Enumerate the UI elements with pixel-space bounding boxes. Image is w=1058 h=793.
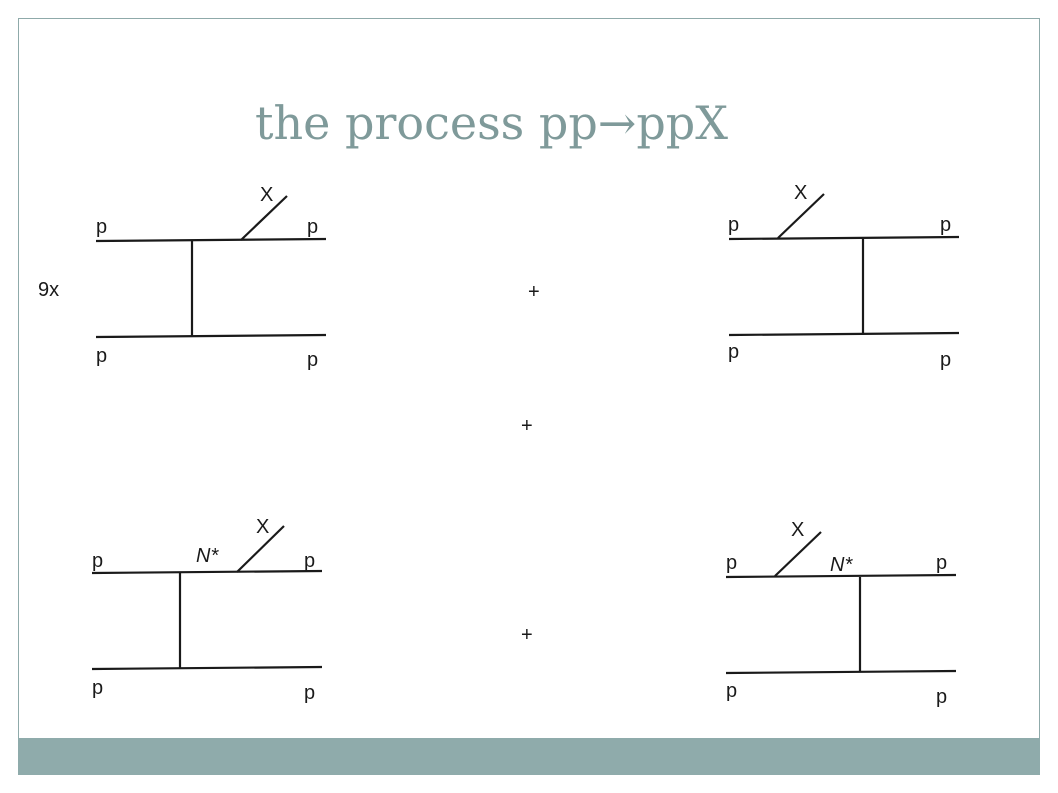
top-proton-line: [725, 573, 957, 579]
label-emitted: X: [791, 519, 804, 541]
emission-line: [774, 531, 822, 577]
multiplier-label: 9x: [38, 279, 59, 301]
label-incoming-bottom: p: [726, 680, 737, 702]
diagram-3: p p p p X N*: [91, 516, 323, 704]
label-incoming-top: p: [728, 214, 739, 236]
emission-line: [236, 525, 285, 573]
diagram-1: p p p p X: [95, 184, 327, 371]
top-proton-line: [728, 235, 960, 241]
label-outgoing-bottom: p: [304, 682, 315, 704]
diagram-4: p p p p X N*: [725, 519, 957, 708]
label-outgoing-top: p: [936, 552, 947, 574]
label-outgoing-bottom: p: [936, 686, 947, 708]
footer-band: [18, 738, 1040, 775]
label-outgoing-top: p: [304, 550, 315, 572]
top-proton-line: [95, 237, 327, 243]
label-emitted: X: [794, 182, 807, 204]
label-incoming-bottom: p: [96, 345, 107, 367]
label-outgoing-top: p: [940, 214, 951, 236]
plus-sign-1: +: [528, 281, 540, 303]
label-incoming-bottom: p: [728, 341, 739, 363]
label-intermediate-state: N*: [830, 554, 853, 576]
diagram-2: p p p p X: [728, 182, 960, 371]
label-outgoing-bottom: p: [307, 349, 318, 371]
bottom-proton-line: [95, 333, 327, 339]
slide-title: the process pp→ppX: [255, 96, 728, 150]
label-intermediate-state: N*: [196, 545, 219, 567]
top-proton-line: [91, 569, 323, 575]
bottom-proton-line: [91, 665, 323, 671]
emission-line: [240, 195, 288, 241]
label-incoming-top: p: [726, 552, 737, 574]
label-incoming-top: p: [92, 550, 103, 572]
bottom-proton-line: [728, 331, 960, 337]
label-outgoing-bottom: p: [940, 349, 951, 371]
emission-line: [777, 193, 825, 239]
bottom-proton-line: [725, 669, 957, 675]
label-incoming-bottom: p: [92, 677, 103, 699]
label-incoming-top: p: [96, 216, 107, 238]
plus-sign-2: +: [521, 415, 533, 437]
plus-sign-3: +: [521, 624, 533, 646]
label-outgoing-top: p: [307, 216, 318, 238]
label-emitted: X: [260, 184, 273, 206]
label-emitted: X: [256, 516, 269, 538]
slide-frame: [18, 18, 1040, 775]
